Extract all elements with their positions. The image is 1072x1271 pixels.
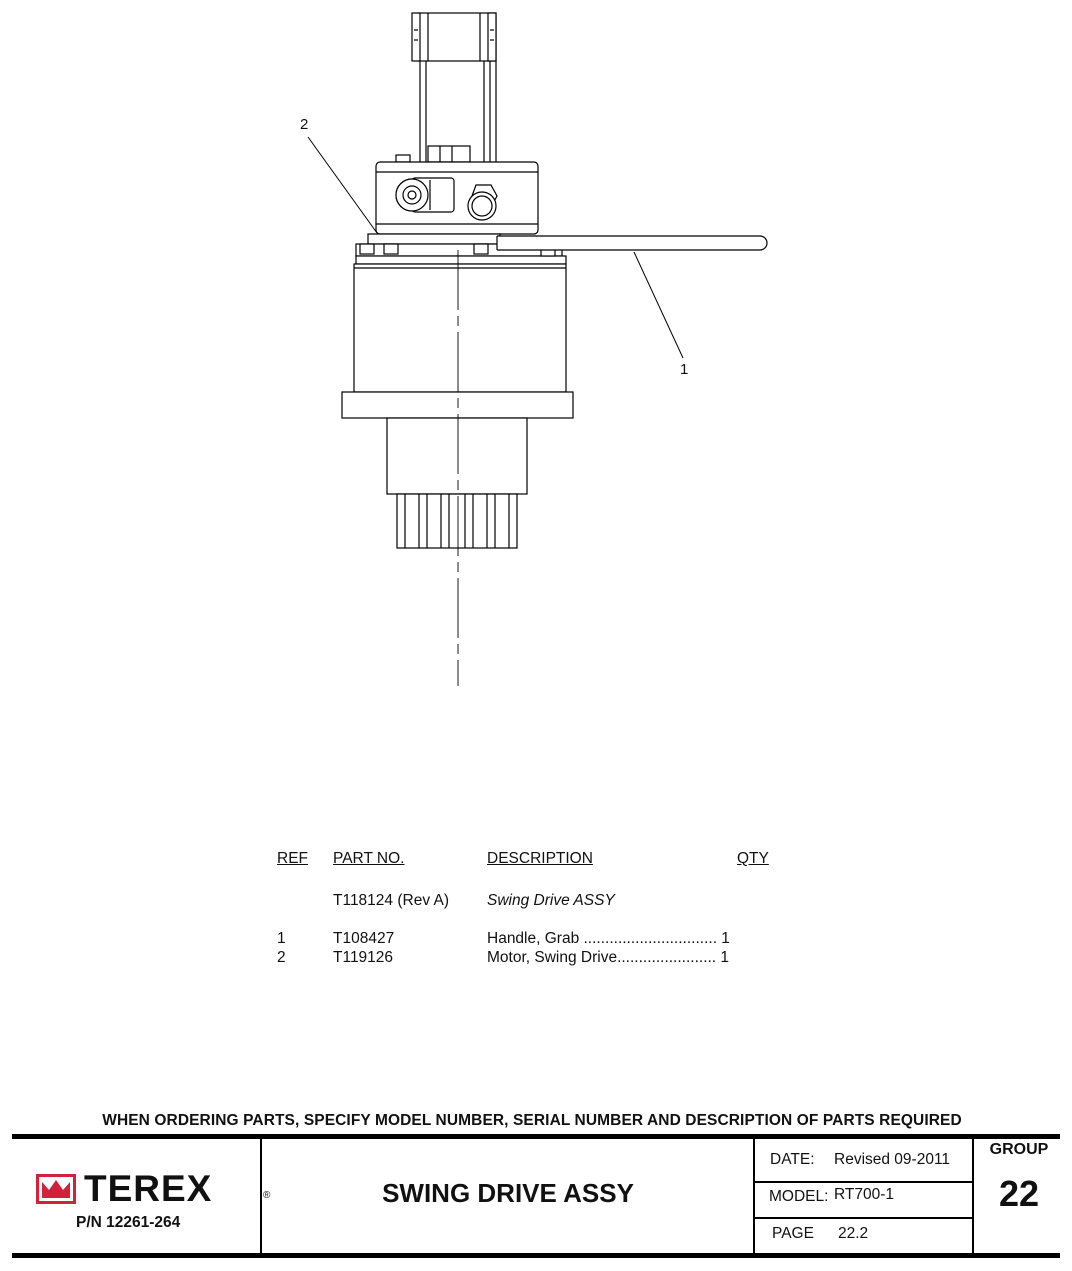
- leader-line-1: [633, 251, 684, 359]
- title-block-divider: [755, 1181, 972, 1183]
- logo-wordmark: TEREX: [84, 1168, 213, 1209]
- part-no-header: PART NO.: [333, 850, 405, 867]
- title-block-divider: [260, 1139, 262, 1253]
- title-block-bottom-rule: [12, 1253, 1060, 1258]
- row-description: Motor, Swing Drive......................…: [487, 949, 730, 966]
- title-block-divider: [972, 1139, 974, 1253]
- date-value: Revised 09-2011: [834, 1151, 951, 1168]
- grab-handle: [496, 235, 768, 251]
- assembly-part-no: T118124 (Rev A): [333, 892, 450, 909]
- swing-drive-drawing: [307, 12, 768, 686]
- part-number: P/N 12261-264: [76, 1214, 181, 1231]
- page-value: 22.2: [838, 1225, 869, 1242]
- row-part-no: T119126: [333, 949, 394, 966]
- date-label: DATE:: [770, 1151, 815, 1168]
- drive-body: [341, 263, 574, 549]
- description-header: DESCRIPTION: [487, 850, 593, 867]
- row-ref: 1: [277, 930, 286, 947]
- title-block-top-rule: [12, 1134, 1060, 1139]
- terex-logo: TEREX ®: [36, 1168, 276, 1209]
- row-part-no: T108427: [333, 930, 395, 947]
- row-ref: 2: [277, 949, 286, 966]
- qty-header: QTY: [737, 850, 769, 867]
- row-description: Handle, Grab ...........................…: [487, 930, 730, 947]
- group-value: 22: [998, 1173, 1040, 1214]
- terex-crown-icon: [36, 1174, 76, 1204]
- assembly-description: Swing Drive ASSY: [487, 892, 615, 909]
- page-label: PAGE: [772, 1225, 814, 1242]
- valve-block: [375, 161, 539, 235]
- motor-connector: [395, 12, 497, 163]
- model-value: RT700-1: [834, 1186, 895, 1203]
- page-title: SWING DRIVE ASSY: [382, 1178, 634, 1208]
- ordering-note: WHEN ORDERING PARTS, SPECIFY MODEL NUMBE…: [102, 1112, 962, 1129]
- title-block-divider: [753, 1139, 755, 1253]
- group-label: GROUP: [989, 1141, 1049, 1158]
- model-label: MODEL:: [769, 1188, 829, 1205]
- title-block-divider: [755, 1217, 972, 1219]
- callout-2: 2: [300, 116, 309, 133]
- callout-1: 1: [680, 361, 689, 378]
- ref-header: REF: [277, 850, 308, 867]
- logo-registered-mark: ®: [263, 1190, 271, 1201]
- leader-line-2: [307, 136, 378, 234]
